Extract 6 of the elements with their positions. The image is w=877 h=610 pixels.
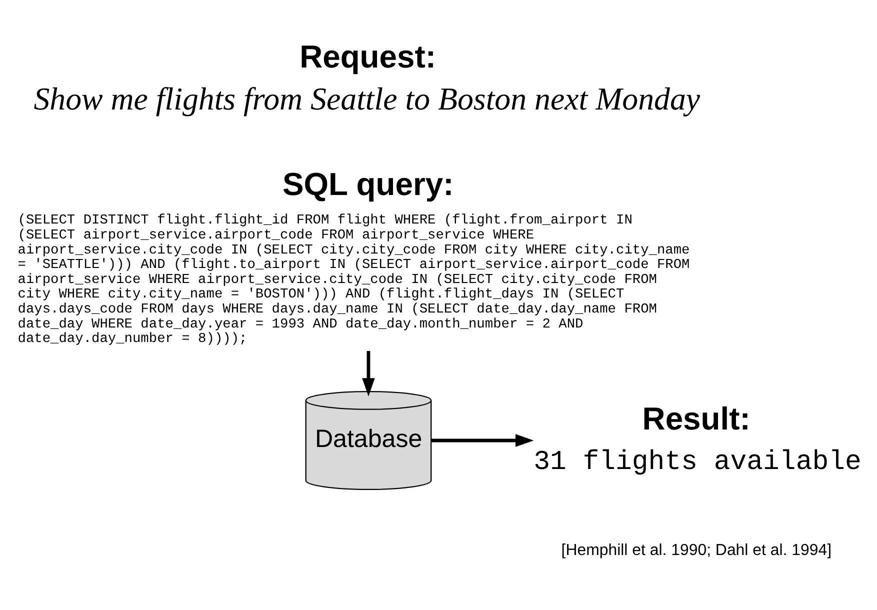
node-text: SQL query: (SELECT DISTINCT flight.flight_id FROM flight WHERE (flight.from_airport IN (SELECT airport_service.airport_code FROM airport_service WHERE airport_service.city_code IN (SELECT city.city_code FROM city WHERE city.city_name = 'SEATTLE'))) AND (flight.to_airport IN (SELECT airport_service.airport_code FROM airport_service WHERE airport_service.city_code IN (SELECT city.city_code FROM city WHERE city.city_name = 'BOSTON'))) AND (flight.flight_days IN (SELECT days.days_code FROM days WHERE days.day_name IN (SELECT date_day.day_name FROM date_day WHERE date_day.year = 1993 AND date_day.month_number = 2 AND date_day.day_number = 8)))); <box>18 166 690 348</box>
node-text: Request: Show me flights from Seattle to Boston next Monday <box>34 38 700 117</box>
arrow <box>362 351 375 396</box>
node-text: Result: 31 flights available <box>534 400 862 478</box>
arrow <box>431 434 534 447</box>
label: [Hemphill et al. 1990; Dahl et al. 1994] <box>561 542 832 560</box>
